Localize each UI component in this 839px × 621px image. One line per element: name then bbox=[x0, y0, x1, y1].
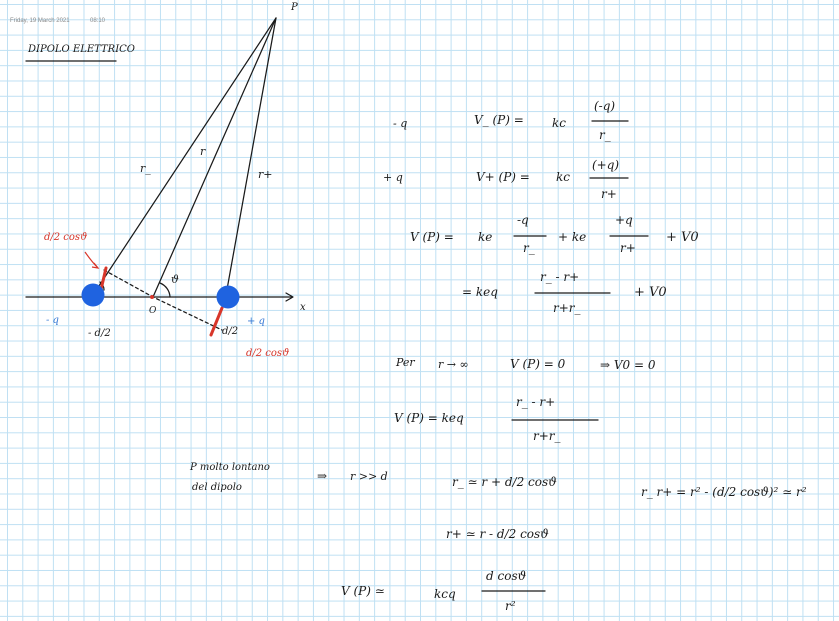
origin-label: O bbox=[149, 306, 157, 316]
v2-lhs: = keq bbox=[462, 285, 498, 299]
red-segment-right bbox=[209, 306, 224, 337]
line-r bbox=[152, 17, 277, 298]
v2-num: r_ - r+ bbox=[540, 270, 579, 284]
red-arrowhead-left bbox=[91, 262, 100, 269]
vp-k: kc bbox=[556, 170, 570, 184]
per-condition: r → ∞ bbox=[438, 358, 469, 371]
vm-k: kc bbox=[552, 116, 566, 130]
line-r-minus bbox=[92, 17, 277, 296]
v-d1: r_ bbox=[523, 241, 535, 255]
neg-q-label: - q bbox=[393, 117, 407, 130]
product-approx: r_ r+ = r² - (d/2 cosϑ)² ≃ r² bbox=[641, 485, 807, 499]
v-k1: ke bbox=[478, 230, 492, 244]
pos-q-label: + q bbox=[383, 171, 403, 184]
x-axis-arrow bbox=[285, 292, 294, 302]
v-lhs: V (P) = bbox=[410, 230, 454, 244]
vf-den: r+r_ bbox=[533, 429, 561, 443]
r-minus-label: r_ bbox=[140, 162, 151, 175]
final-den: r² bbox=[505, 599, 516, 613]
r-plus-label: r+ bbox=[258, 168, 272, 181]
vp-lhs: V+ (P) = bbox=[476, 170, 530, 184]
point-p-label: P bbox=[290, 2, 298, 13]
positive-charge bbox=[216, 285, 240, 309]
approx-r-minus: r_ ≃ r + d/2 cosϑ bbox=[452, 475, 557, 489]
page-date: Friday, 19 March 2021 bbox=[10, 18, 70, 24]
vm-lhs: V_ (P) = bbox=[474, 113, 524, 127]
vp-num: (+q) bbox=[592, 158, 619, 172]
projection-line bbox=[103, 269, 223, 331]
neg-position-label: - d/2 bbox=[88, 328, 111, 339]
vp-den: r+ bbox=[601, 187, 617, 201]
per-label: Per bbox=[395, 356, 415, 369]
origin-dot bbox=[150, 295, 154, 299]
pos-position-label: d/2 bbox=[222, 326, 238, 337]
neg-charge-label: - q bbox=[46, 315, 59, 326]
per-v: V (P) = 0 bbox=[510, 357, 566, 371]
page-time: 08:10 bbox=[90, 18, 106, 24]
line-r-plus bbox=[225, 17, 277, 296]
v-d2: r+ bbox=[620, 241, 636, 255]
vf-lhs: V (P) = keq bbox=[394, 411, 464, 425]
vm-num: (-q) bbox=[594, 99, 615, 113]
final-num: d cosϑ bbox=[486, 569, 527, 583]
x-axis-label: x bbox=[300, 302, 306, 313]
pos-charge-label: + q bbox=[247, 316, 265, 327]
v-v0: + V0 bbox=[666, 230, 699, 245]
negative-charge bbox=[81, 283, 105, 307]
vm-den: r_ bbox=[599, 128, 611, 142]
proj-right-label: d/2 cosϑ bbox=[246, 348, 289, 359]
approx-r-plus: r+ ≃ r - d/2 cosϑ bbox=[446, 527, 549, 541]
implies-arrow: ⇒ bbox=[317, 469, 327, 483]
final-lhs: V (P) ≃ bbox=[341, 584, 385, 598]
proj-left-label: d/2 cosϑ bbox=[44, 232, 87, 243]
v2-v0: + V0 bbox=[634, 285, 667, 300]
v2-den: r+r_ bbox=[553, 301, 581, 315]
per-result: ⇒ V0 = 0 bbox=[600, 358, 656, 372]
theta-label: ϑ bbox=[171, 273, 179, 286]
note-far-line1: P molto lontano bbox=[189, 462, 270, 473]
note-far-line2: del dipolo bbox=[192, 482, 242, 493]
final-k: kcq bbox=[434, 587, 456, 601]
v-n1: -q bbox=[517, 213, 529, 227]
v-n2: +q bbox=[615, 213, 633, 227]
r-label: r bbox=[200, 145, 206, 158]
theta-arc bbox=[159, 282, 171, 298]
v-plus-k: + ke bbox=[558, 230, 586, 244]
condition-r-gg-d: r >> d bbox=[350, 470, 388, 483]
vf-num: r_ - r+ bbox=[516, 395, 555, 409]
note-title: DIPOLO ELETTRICO bbox=[27, 44, 135, 55]
